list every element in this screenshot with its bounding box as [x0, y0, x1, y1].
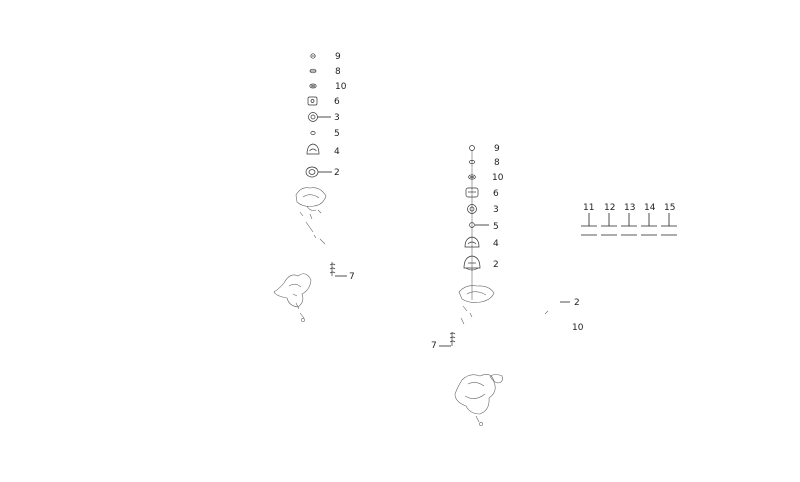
callout-label: 8 — [335, 67, 341, 77]
legend-item: 15 — [661, 203, 677, 236]
legend-item: 14 — [641, 203, 657, 236]
callout-label: 9 — [335, 52, 341, 62]
part-icon — [465, 187, 479, 198]
callout-label: 2 — [334, 168, 340, 178]
part-icon — [468, 174, 476, 180]
callout-label: 3 — [493, 205, 499, 215]
legend-label: 12 — [604, 203, 615, 213]
part-icon — [469, 222, 489, 228]
legend: 11 12 13 14 15 — [581, 203, 677, 236]
callout-label: 8 — [494, 158, 500, 168]
part-icon — [469, 145, 475, 151]
callout-label: 10 — [492, 173, 504, 183]
callout-label: 2 — [493, 260, 499, 270]
part-icon — [307, 96, 318, 106]
callout-label: 6 — [334, 97, 340, 107]
legend-item: 13 — [621, 203, 637, 236]
part-icon — [310, 131, 316, 135]
steering-knuckle — [454, 374, 503, 426]
legend-item: 12 — [601, 203, 617, 236]
legend-label: 13 — [624, 203, 635, 213]
callout-label: 4 — [334, 147, 340, 157]
callout-label: 5 — [493, 222, 499, 232]
callout-label: 3 — [334, 113, 340, 123]
part-icon — [468, 160, 476, 164]
part-icon — [306, 143, 320, 155]
side-callout-label: 2 — [574, 298, 580, 308]
callout-label: 6 — [493, 189, 499, 199]
callout-label: 10 — [335, 82, 347, 92]
strut-mount — [458, 285, 495, 325]
callout-label: 9 — [494, 144, 500, 154]
part-icon — [464, 236, 480, 248]
part-icon — [309, 68, 317, 74]
part-icon — [305, 166, 332, 178]
spring-seat — [439, 332, 456, 347]
middle-stack: 9 8 10 6 3 5 — [431, 144, 584, 426]
spring-callout-label: 7 — [349, 272, 355, 282]
legend-label: 11 — [583, 203, 594, 213]
part-icon — [309, 83, 317, 89]
spring-callout-label: 7 — [431, 341, 437, 351]
part-icon — [308, 112, 331, 122]
legend-label: 15 — [664, 203, 675, 213]
part-icon — [467, 204, 477, 214]
part-icon — [463, 255, 481, 271]
part-icon — [310, 53, 316, 59]
side-bolt — [544, 301, 570, 315]
strut-mount — [295, 187, 327, 245]
left-stack: 9 8 10 6 3 5 — [273, 52, 355, 322]
spring-seat — [329, 262, 347, 277]
callout-label: 5 — [334, 129, 340, 139]
legend-item: 11 — [581, 203, 597, 236]
steering-knuckle — [273, 273, 312, 322]
callout-label: 4 — [493, 239, 499, 249]
legend-label: 14 — [644, 203, 656, 213]
side-callout-label: 10 — [572, 323, 584, 333]
